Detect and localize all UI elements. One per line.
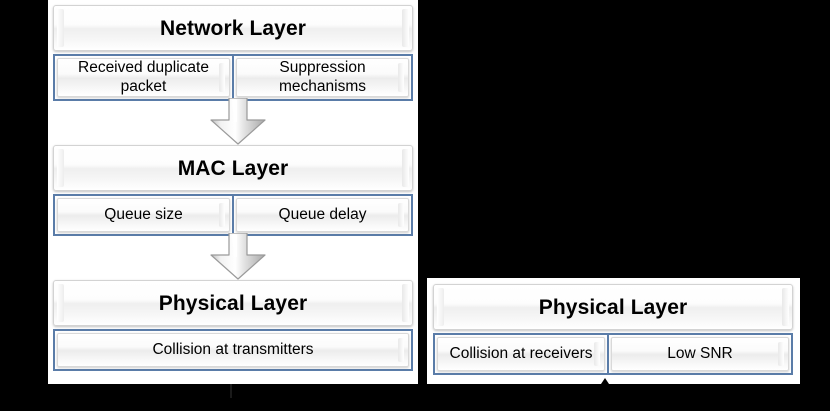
layer-items-network: Received duplicate packet Suppression me… [53,54,413,101]
layer-title-text: Physical Layer [158,291,308,315]
layer-item-label: Collision at transmitters [152,340,314,358]
layer-title-text: MAC Layer [177,156,289,180]
receiver-side-panel: Physical Layer Collision at receivers Lo… [427,278,800,384]
layer-items-mac: Queue size Queue delay [53,194,413,236]
cell-divider [232,196,234,234]
layer-title-network[interactable]: Network Layer [53,5,413,51]
layer-title-text: Network Layer [159,16,307,40]
layer-item-received-duplicate-packet[interactable]: Received duplicate packet [57,58,230,97]
layer-item-queue-size[interactable]: Queue size [57,198,230,232]
layer-group-network: Network Layer Received duplicate packet … [53,5,413,101]
down-arrow-network-to-mac [210,98,266,145]
layer-item-label: Received duplicate packet [78,59,209,95]
layer-item-collision-at-transmitters[interactable]: Collision at transmitters [57,333,409,367]
connector-stub-transmitter [230,384,232,398]
layer-item-suppression-mechanisms[interactable]: Suppression mechanisms [236,58,409,97]
layer-items-physical-tx: Collision at transmitters [53,329,413,371]
cell-divider [607,335,609,373]
up-arrow-receiver [601,378,609,390]
layer-group-physical-rx: Physical Layer Collision at receivers Lo… [433,284,793,375]
layer-group-physical-tx: Physical Layer Collision at transmitters [53,280,413,371]
layer-item-label: Low SNR [667,344,733,362]
layer-item-low-snr[interactable]: Low SNR [611,337,789,371]
layer-item-label: Collision at receivers [449,344,593,362]
layer-group-mac: MAC Layer Queue size Queue delay [53,145,413,236]
transmitter-side-panel: Network Layer Received duplicate packet … [48,0,418,384]
layer-title-physical-rx[interactable]: Physical Layer [433,284,793,330]
layer-title-text: Physical Layer [538,295,688,319]
layer-item-label: Suppression mechanisms [279,59,366,95]
layer-title-mac[interactable]: MAC Layer [53,145,413,191]
layer-item-collision-at-receivers[interactable]: Collision at receivers [437,337,605,371]
cell-divider [232,56,234,99]
layer-item-label: Queue delay [278,205,367,223]
down-arrow-mac-to-physical [210,233,266,280]
layer-title-physical-tx[interactable]: Physical Layer [53,280,413,326]
layer-items-physical-rx: Collision at receivers Low SNR [433,333,793,375]
layer-item-queue-delay[interactable]: Queue delay [236,198,409,232]
layer-item-label: Queue size [104,205,183,223]
